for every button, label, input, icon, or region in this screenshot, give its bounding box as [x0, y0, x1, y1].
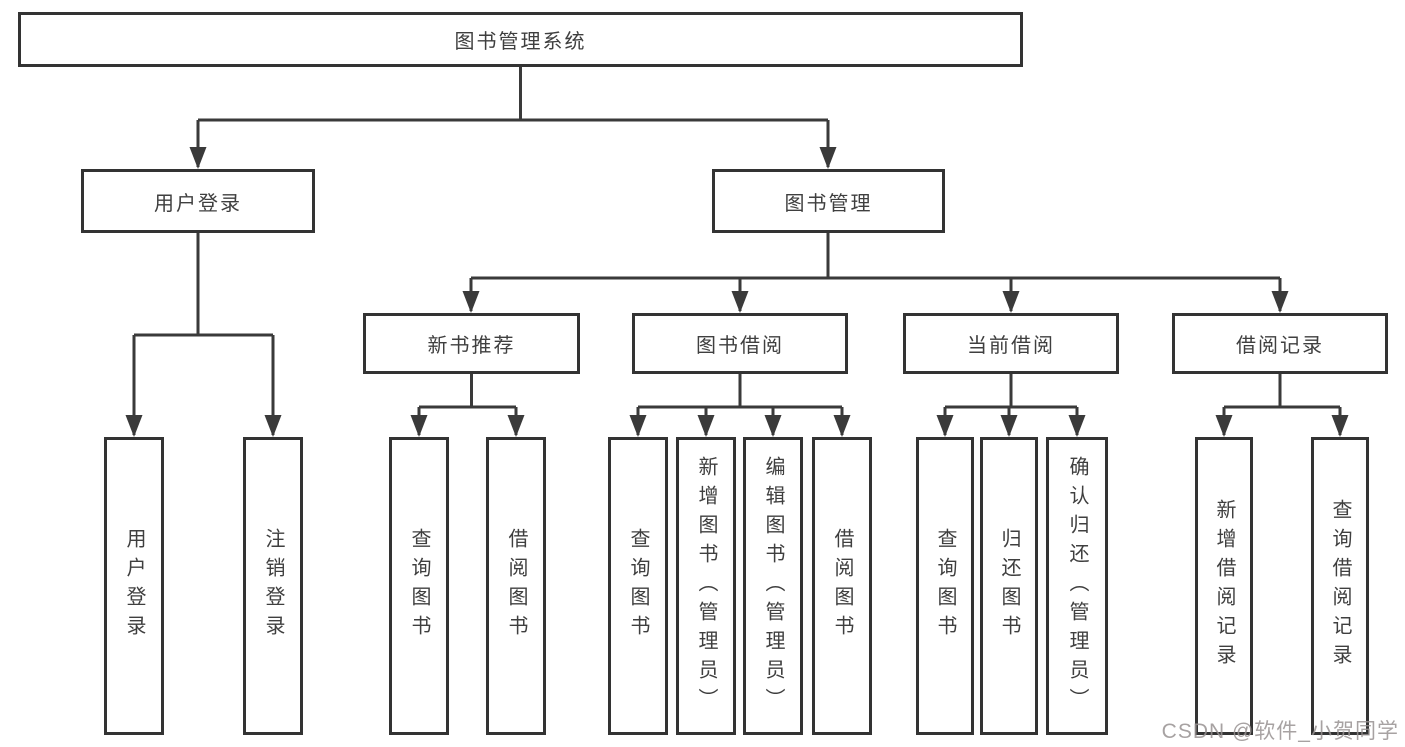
node-book-borrowing: 图书借阅 — [632, 313, 848, 374]
csdn-watermark: CSDN @软件_小贺同学 — [1161, 720, 1399, 743]
arrowhead-icon — [697, 415, 715, 437]
leaf-borrow-books-1: 借阅图书 — [486, 437, 546, 735]
leaf-query-books-1: 查询图书 — [389, 437, 449, 735]
leaf-query-borrow-record: 查询借阅记录 — [1311, 437, 1369, 735]
arrowhead-icon — [1000, 415, 1018, 437]
arrowhead-icon — [1002, 291, 1020, 313]
node-label: 当前借阅 — [967, 335, 1055, 357]
arrowhead-icon — [1271, 291, 1289, 313]
connector-book-mgmt-to-level3 — [469, 233, 1282, 311]
leaf-edit-book-admin: 编辑图书（管理员） — [743, 437, 803, 735]
arrowhead-icon — [1068, 415, 1086, 437]
node-book-management: 图书管理 — [712, 169, 945, 233]
arrowhead-icon — [1331, 415, 1349, 437]
node-label: 新书推荐 — [427, 335, 516, 357]
connector-new-book-to-leaves — [417, 374, 518, 435]
node-new-book-recommend: 新书推荐 — [363, 313, 580, 374]
leaf-query-books-2: 查询图书 — [608, 437, 668, 735]
arrowhead-icon — [764, 415, 782, 437]
arrowhead-icon — [629, 415, 647, 437]
connector-book-borrow-to-leaves — [636, 374, 844, 435]
leaf-label: 编辑图书（管理员） — [762, 455, 784, 717]
leaf-label: 查询图书 — [408, 528, 430, 644]
node-library-management-system: 图书管理系统 — [18, 12, 1023, 67]
leaf-label: 借阅图书 — [831, 528, 853, 644]
arrowhead-icon — [833, 415, 851, 437]
leaf-label: 确认归还（管理员） — [1066, 455, 1088, 717]
leaf-label: 查询借阅记录 — [1329, 499, 1351, 673]
leaf-confirm-return-admin: 确认归还（管理员） — [1046, 437, 1108, 735]
leaf-borrow-books-2: 借阅图书 — [812, 437, 872, 735]
arrowhead-icon — [1215, 415, 1233, 437]
leaf-label: 借阅图书 — [505, 528, 527, 644]
leaf-return-book: 归还图书 — [980, 437, 1038, 735]
arrowhead-icon — [731, 291, 749, 313]
node-label: 用户登录 — [154, 192, 242, 215]
leaf-logout: 注销登录 — [243, 437, 303, 735]
arrowhead-icon — [410, 415, 428, 437]
arrowhead-icon — [264, 415, 282, 437]
leaf-label: 查询图书 — [627, 528, 649, 644]
leaf-query-books-3: 查询图书 — [916, 437, 974, 735]
arrowhead-icon — [125, 415, 143, 437]
arrowhead-icon — [819, 147, 837, 169]
node-label: 图书管理 — [784, 192, 873, 215]
connector-borrow-record-to-leaves — [1222, 374, 1342, 435]
node-label: 图书借阅 — [696, 335, 784, 357]
node-current-borrowing: 当前借阅 — [903, 313, 1119, 374]
leaf-label: 新增图书（管理员） — [695, 455, 717, 717]
leaf-label: 新增借阅记录 — [1213, 499, 1235, 673]
arrowhead-icon — [189, 147, 207, 169]
node-label: 借阅记录 — [1236, 335, 1324, 357]
arrowhead-icon — [936, 415, 954, 437]
node-borrowing-records: 借阅记录 — [1172, 313, 1388, 374]
arrowhead-icon — [462, 291, 480, 313]
connector-user-login-to-leaves — [132, 233, 275, 435]
leaf-user-login: 用户登录 — [104, 437, 164, 735]
leaf-label: 注销登录 — [262, 528, 284, 644]
arrowhead-icon — [507, 415, 525, 437]
node-user-login: 用户登录 — [81, 169, 315, 233]
connector-root-to-level2 — [196, 67, 830, 167]
leaf-label: 归还图书 — [998, 528, 1020, 644]
leaf-label: 用户登录 — [123, 528, 145, 644]
leaf-add-book-admin: 新增图书（管理员） — [676, 437, 736, 735]
leaf-add-borrow-record: 新增借阅记录 — [1195, 437, 1253, 735]
node-label: 图书管理系统 — [454, 31, 587, 53]
leaf-label: 查询图书 — [934, 528, 956, 644]
